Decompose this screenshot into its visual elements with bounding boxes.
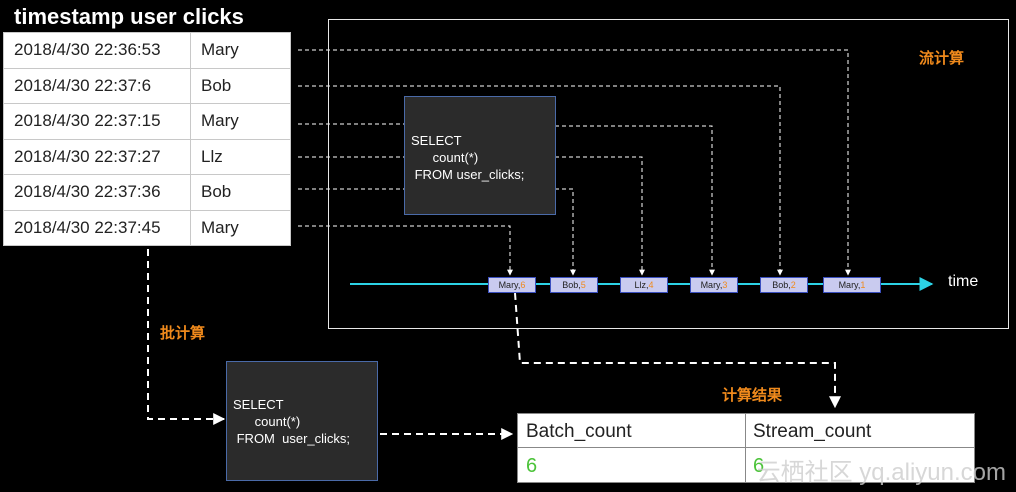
result-header-stream: Stream_count [753, 421, 872, 442]
row3-stream-arrow [298, 123, 712, 275]
batch-sql-text: SELECT count(*) FROM user_clicks; [233, 397, 351, 446]
user-cell: Mary [190, 103, 291, 140]
timestamp-cell: 2018/4/30 22:37:27 [3, 138, 191, 175]
timestamp-cell: 2018/4/30 22:37:6 [3, 67, 191, 104]
event-count: 5 [580, 280, 586, 290]
event-user: Mary, [498, 280, 521, 290]
timeline-event: Bob,2 [760, 277, 808, 293]
timeline-event: Llz,4 [620, 277, 668, 293]
timestamp-cell: 2018/4/30 22:37:15 [3, 103, 191, 140]
row1-stream-arrow [298, 49, 851, 276]
batch-label: 批计算 [160, 325, 206, 342]
event-count: 1 [860, 280, 866, 290]
result-label: 计算结果 [722, 387, 783, 404]
user-cell: Mary [190, 32, 291, 69]
event-count: 4 [648, 280, 654, 290]
batch-sql-box: SELECT count(*) FROM user_clicks; [226, 361, 378, 481]
row6-stream-arrow [298, 225, 513, 276]
timestamp-cell: 2018/4/30 22:37:45 [3, 209, 191, 246]
result-value-batch: 6 [526, 455, 538, 477]
user-cell: Llz [190, 138, 291, 175]
row5-stream-arrow [298, 188, 573, 275]
stream-sql-text: SELECT count(*) FROM user_clicks; [411, 133, 525, 182]
row4-stream-arrow [298, 156, 642, 275]
event-count: 2 [790, 280, 796, 290]
timeline-event: Mary,3 [690, 277, 738, 293]
event-count: 6 [520, 280, 526, 290]
batch-flow-arrow [147, 249, 226, 425]
timestamp-cell: 2018/4/30 22:36:53 [3, 32, 191, 69]
user-cell: Bob [190, 67, 291, 104]
watermark: 云栖社区 yq.aliyun.com [756, 459, 1006, 486]
event-count: 3 [722, 280, 728, 290]
timeline-event: Mary,6 [488, 277, 536, 293]
result-table: Batch_count Stream_count 6 6 [517, 413, 975, 483]
stream-sql-box: SELECT count(*) FROM user_clicks; [404, 96, 556, 215]
user-cell: Mary [190, 209, 291, 246]
table-title: timestamp user clicks [14, 4, 244, 29]
event-user: Llz, [634, 280, 649, 290]
event-user: Bob, [562, 280, 581, 290]
event-user: Mary, [838, 280, 861, 290]
stream-frame [328, 19, 1009, 329]
user-cell: Bob [190, 174, 291, 211]
event-user: Mary, [700, 280, 723, 290]
time-axis-label: time [948, 273, 979, 290]
result-value-stream: 6 [753, 455, 765, 477]
timeline-event: Bob,5 [550, 277, 598, 293]
event-user: Bob, [772, 280, 791, 290]
timestamp-cell: 2018/4/30 22:37:36 [3, 174, 191, 211]
result-header-batch: Batch_count [526, 421, 632, 442]
stream-label: 流计算 [919, 50, 965, 67]
timeline-event: Mary,1 [823, 277, 881, 293]
